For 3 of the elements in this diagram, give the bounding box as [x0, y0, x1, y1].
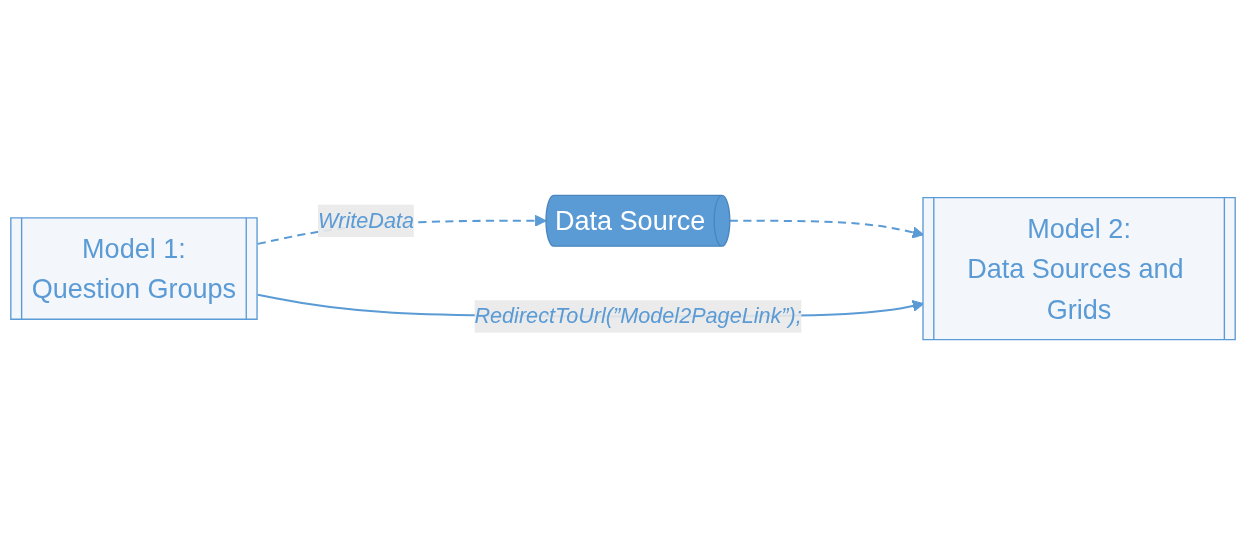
edge-label: RedirectToUrl(”Model2PageLink”);: [474, 304, 802, 328]
node-text: Data Source: [554, 205, 706, 236]
edge-label: WriteData: [317, 208, 415, 232]
